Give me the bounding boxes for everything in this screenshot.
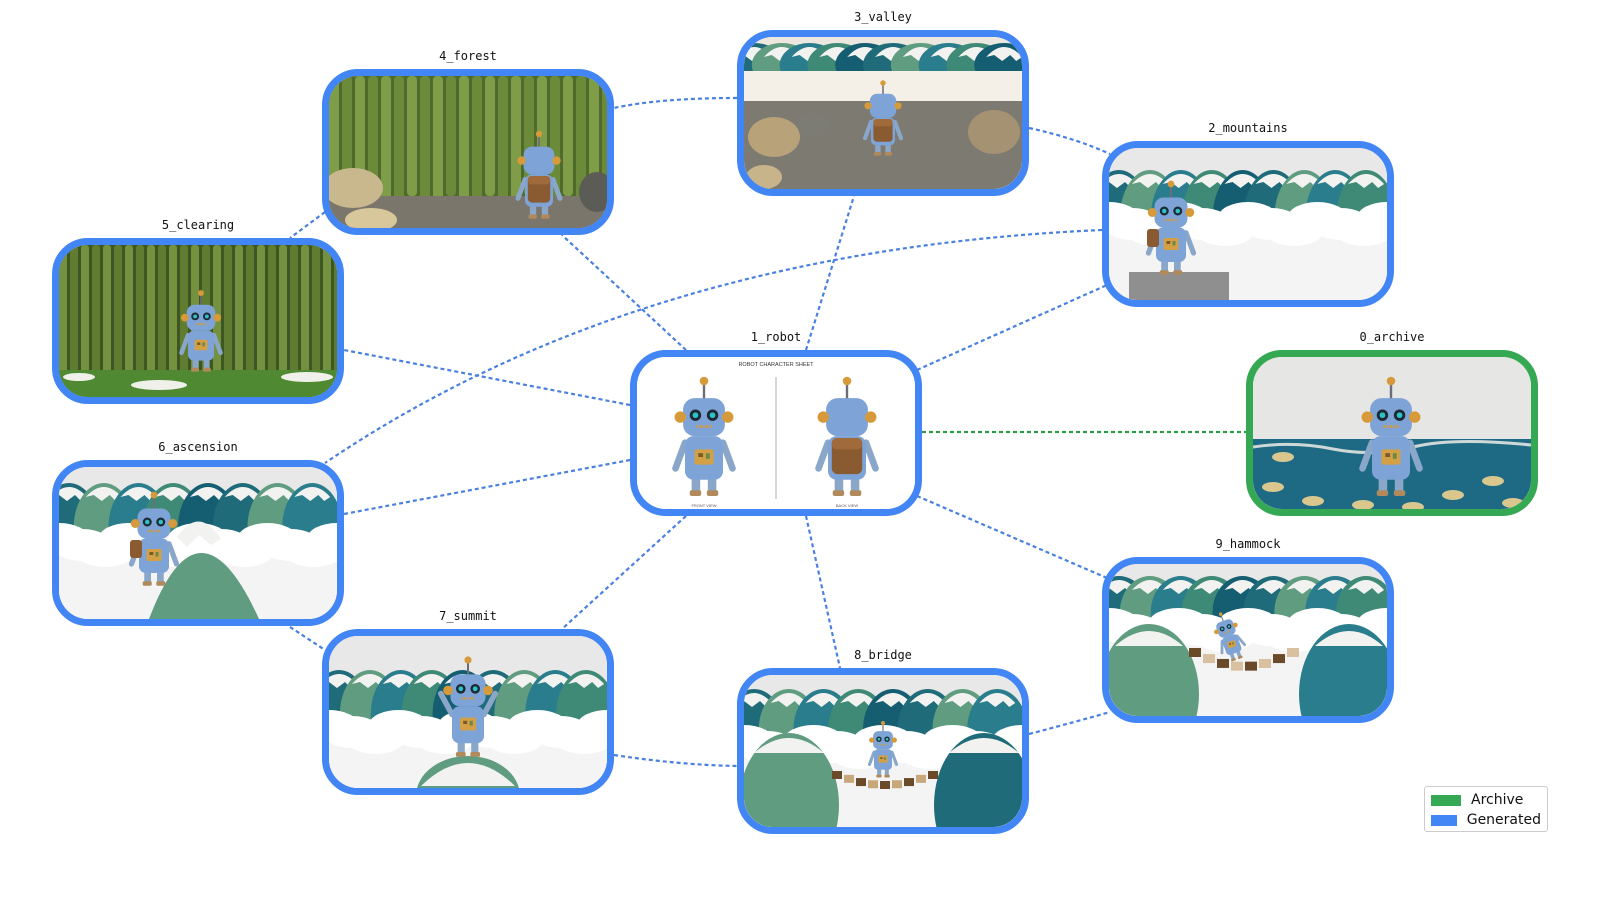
- node-2_mountains[interactable]: [1102, 141, 1394, 307]
- edge-8_bridge-to-9_hammock: [1028, 710, 1111, 736]
- node-6_ascension[interactable]: [52, 460, 344, 626]
- legend: Archive Generated: [1424, 786, 1548, 832]
- node-thumbnail-clearing: [59, 245, 337, 397]
- node-label-2_mountains: 2_mountains: [1208, 121, 1288, 135]
- node-thumbnail-sheet: ROBOT CHARACTER SHEET FRONT VIEW BACK VI…: [637, 357, 915, 509]
- node-3_valley[interactable]: [737, 30, 1029, 196]
- edge-4_forest-to-5_clearing: [289, 211, 326, 239]
- edge-1_robot-to-4_forest: [561, 234, 687, 351]
- edge-1_robot-to-9_hammock: [916, 494, 1108, 580]
- sheet-title: ROBOT CHARACTER SHEET: [738, 362, 814, 368]
- edge-1_robot-to-7_summit: [561, 515, 687, 630]
- node-4_forest[interactable]: [322, 69, 614, 235]
- node-thumbnail-mountains: [1109, 148, 1387, 300]
- edge-1_robot-to-2_mountains: [916, 283, 1108, 372]
- legend-item-archive: Archive: [1431, 790, 1541, 810]
- legend-swatch-generated: [1431, 814, 1457, 826]
- node-thumbnail-pond: [1253, 357, 1531, 509]
- node-label-9_hammock: 9_hammock: [1215, 537, 1281, 551]
- node-7_summit[interactable]: [322, 629, 614, 795]
- edge-1_robot-to-3_valley: [804, 195, 856, 351]
- edge-7_summit-to-8_bridge: [613, 753, 738, 768]
- edge-2_mountains-to-6_ascension: [324, 228, 1103, 464]
- legend-label-archive: Archive: [1471, 792, 1524, 808]
- edge-1_robot-to-5_clearing: [343, 348, 631, 407]
- node-label-5_clearing: 5_clearing: [161, 218, 235, 232]
- node-0_archive[interactable]: [1246, 350, 1538, 516]
- node-thumbnail-bridge: [744, 675, 1022, 827]
- node-5_clearing[interactable]: [52, 238, 344, 404]
- node-label-8_bridge: 8_bridge: [854, 648, 912, 662]
- node-8_bridge[interactable]: [737, 668, 1029, 834]
- edge-3_valley-to-4_forest: [613, 96, 738, 110]
- node-9_hammock[interactable]: [1102, 557, 1394, 723]
- node-1_robot[interactable]: ROBOT CHARACTER SHEET FRONT VIEW BACK VI…: [630, 350, 922, 516]
- sheet-back-caption: BACK VIEW: [836, 503, 858, 508]
- legend-item-generated: Generated: [1431, 810, 1541, 830]
- node-thumbnail-summit: [329, 636, 607, 788]
- edge-6_ascension-to-7_summit: [289, 626, 326, 651]
- node-thumbnail-forest: [329, 76, 607, 228]
- legend-label-generated: Generated: [1466, 812, 1541, 828]
- node-thumbnail-hammock: [1109, 564, 1387, 716]
- edge-1_robot-to-6_ascension: [343, 458, 631, 516]
- legend-swatch-archive: [1431, 794, 1461, 806]
- node-label-0_archive: 0_archive: [1359, 330, 1425, 344]
- node-label-3_valley: 3_valley: [854, 10, 912, 24]
- node-label-4_forest: 4_forest: [439, 49, 497, 63]
- node-label-1_robot: 1_robot: [750, 330, 802, 344]
- node-thumbnail-ascension: [59, 467, 337, 619]
- edge-3_valley-to-2_mountains: [1028, 126, 1111, 156]
- node-label-7_summit: 7_summit: [439, 609, 497, 623]
- edge-1_robot-to-8_bridge: [804, 515, 842, 669]
- node-label-6_ascension: 6_ascension: [158, 440, 238, 454]
- node-thumbnail-valley: [744, 37, 1022, 189]
- sheet-front-caption: FRONT VIEW: [691, 503, 716, 508]
